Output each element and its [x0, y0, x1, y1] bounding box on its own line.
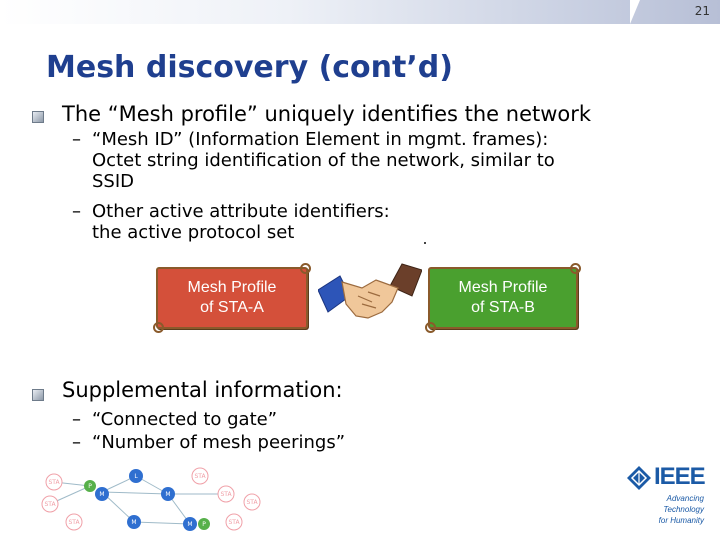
- sub-bullet-dash: –: [72, 201, 81, 222]
- mesh-node-sta: STA: [194, 473, 206, 480]
- ieee-tagline: Advancing Technology for Humanity: [632, 493, 704, 526]
- mesh-profile-sta-a: Mesh Profile of STA-A: [153, 263, 311, 333]
- mesh-node-sta: STA: [48, 479, 60, 486]
- handshake-icon: [318, 263, 422, 319]
- mesh-node-mp: M: [187, 521, 192, 528]
- header-bar: [0, 0, 720, 24]
- bullet-2-text: Supplemental information:: [62, 378, 343, 402]
- mesh-node-sta: STA: [246, 499, 258, 506]
- sub-bullet-dash: –: [72, 432, 81, 453]
- header-notch: [630, 0, 640, 24]
- mesh-node-mp: M: [165, 491, 170, 498]
- bullet-1-text: The “Mesh profile” uniquely identifies t…: [62, 102, 592, 126]
- sub-bullet-line: Octet string identification of the netwo…: [92, 150, 555, 171]
- profile-b-line2: of STA-B: [471, 299, 535, 316]
- ieee-diamond-icon: [627, 466, 651, 490]
- sub-bullet-dash: –: [72, 129, 81, 150]
- ieee-tagline-2: for Humanity: [658, 516, 704, 525]
- sub-bullet-2-2: –“Number of mesh peerings”: [72, 432, 345, 453]
- profile-a-line1: Mesh Profile: [187, 279, 277, 296]
- mesh-node-l: L: [134, 473, 138, 480]
- mesh-node-portal: P: [202, 521, 206, 528]
- sub-bullet-line: “Connected to gate”: [92, 409, 278, 430]
- sub-bullet-line: “Number of mesh peerings”: [92, 432, 346, 453]
- slide-number: 21: [694, 4, 710, 18]
- mesh-node-sta: STA: [220, 491, 232, 498]
- sub-bullet-dash: –: [72, 409, 81, 430]
- sub-bullet-line: SSID: [92, 171, 135, 192]
- sub-bullet-2-1: –“Connected to gate”: [72, 409, 277, 430]
- bullet-icon: [32, 111, 44, 123]
- mesh-node-sta: STA: [44, 501, 56, 508]
- mesh-node-sta: STA: [68, 519, 80, 526]
- mesh-node-sta: STA: [228, 519, 240, 526]
- sub-bullet-line: Other active attribute identifiers:: [92, 201, 390, 222]
- mesh-node-portal: P: [88, 483, 92, 490]
- profile-a-line2: of STA-A: [200, 299, 264, 316]
- ieee-wordmark: IEEE: [654, 463, 706, 490]
- mesh-profile-sta-b: Mesh Profile of STA-B: [425, 263, 581, 333]
- bullet-icon: [32, 389, 44, 401]
- mesh-node-mp: M: [131, 519, 136, 526]
- ieee-tagline-1: Advancing Technology: [663, 494, 704, 514]
- sub-bullet-1-1: –“Mesh ID” (Information Element in mgmt.…: [72, 129, 555, 192]
- sub-bullet-line: the active protocol set: [92, 222, 295, 243]
- sub-bullet-line: “Mesh ID” (Information Element in mgmt. …: [92, 129, 549, 150]
- slide-title: Mesh discovery (cont’d): [46, 50, 453, 85]
- sub-bullet-1-2: –Other active attribute identifiers: the…: [72, 201, 390, 243]
- profile-b-line1: Mesh Profile: [458, 279, 548, 296]
- stray-dot: [424, 242, 426, 244]
- mesh-node-mp: M: [99, 491, 104, 498]
- ieee-logo: IEEE Advancing Technology for Humanity: [624, 463, 714, 531]
- mesh-network-diagram: STA STA STA P M L M STA STA STA M M P ST…: [41, 467, 261, 531]
